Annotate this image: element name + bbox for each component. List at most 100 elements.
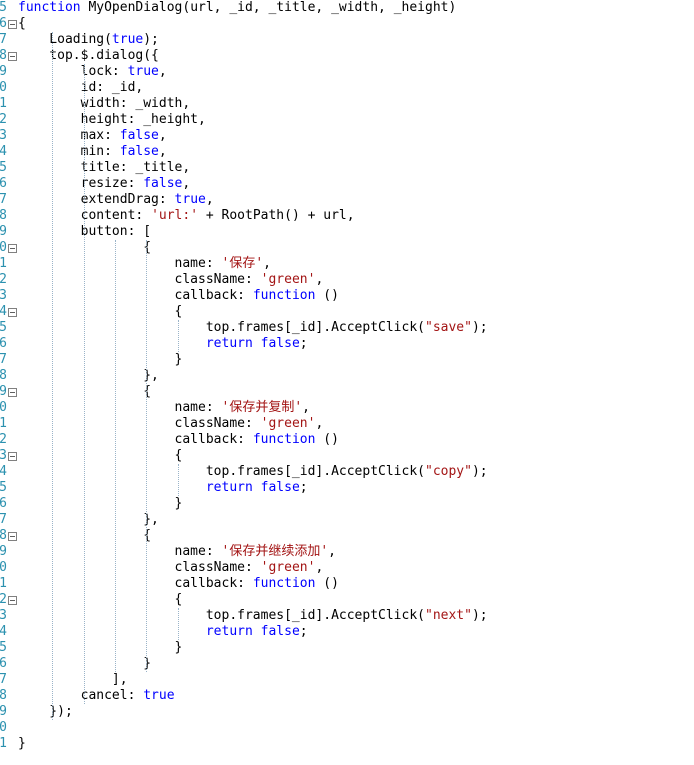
code-line[interactable]: 0 className: 'green',	[0, 560, 694, 576]
code-line[interactable]: 5 }	[0, 640, 694, 656]
keyword-token: function	[252, 576, 316, 591]
code-line[interactable]: 3 callback: function ()	[0, 288, 694, 304]
keyword-token: false	[260, 336, 300, 351]
indent-guide	[52, 32, 53, 720]
fold-collapse-icon[interactable]	[8, 20, 17, 29]
code-line[interactable]: 1 callback: function ()	[0, 576, 694, 592]
code-line[interactable]: 0 {	[0, 240, 694, 256]
code-line[interactable]: 3 max: false,	[0, 128, 694, 144]
keyword-token: false	[260, 480, 300, 495]
code-line[interactable]: 6 }	[0, 496, 694, 512]
code-token: className:	[18, 560, 261, 575]
code-line[interactable]: 7 ],	[0, 672, 694, 688]
code-line[interactable]: 8 content: 'url:' + RootPath() + url,	[0, 208, 694, 224]
code-token: width: _width,	[18, 96, 191, 111]
code-line[interactable]: 9 lock: true,	[0, 64, 694, 80]
line-number: 5	[0, 480, 7, 495]
code-line[interactable]: 7 extendDrag: true,	[0, 192, 694, 208]
code-line[interactable]: 4 return false;	[0, 624, 694, 640]
code-token: name:	[18, 256, 222, 271]
code-token: );	[143, 32, 159, 47]
code-line[interactable]: 7 Loading(true);	[0, 32, 694, 48]
code-text: name: '保存并继续添加',	[18, 544, 336, 560]
code-text: id: _id,	[18, 80, 144, 96]
code-text: {	[18, 240, 151, 256]
code-token: title: _title,	[18, 160, 191, 175]
code-text: className: 'green',	[18, 560, 324, 576]
code-token: {	[18, 528, 152, 543]
string-token: 'green'	[260, 272, 316, 287]
fold-collapse-icon[interactable]	[8, 532, 17, 541]
code-text: }	[18, 352, 183, 368]
code-text: lock: true,	[18, 64, 167, 80]
code-token: {	[18, 304, 183, 319]
code-line[interactable]: 9 });	[0, 704, 694, 720]
code-text: }	[18, 640, 183, 656]
code-line[interactable]: 8 cancel: true	[0, 688, 694, 704]
line-number: 0	[0, 400, 7, 415]
code-line[interactable]: 2 className: 'green',	[0, 272, 694, 288]
code-text: top.$.dialog({	[18, 48, 159, 64]
code-line[interactable]: 6 resize: false,	[0, 176, 694, 192]
code-line[interactable]: 7 },	[0, 512, 694, 528]
code-text: {	[18, 384, 151, 400]
string-token: 'url:'	[151, 208, 199, 223]
code-line[interactable]: 6 }	[0, 656, 694, 672]
code-token	[253, 336, 261, 351]
code-line[interactable]: 0	[0, 720, 694, 736]
keyword-token: true	[111, 32, 144, 47]
code-line[interactable]: 2 callback: function ()	[0, 432, 694, 448]
code-token: }	[18, 352, 183, 367]
fold-collapse-icon[interactable]	[8, 452, 17, 461]
code-line[interactable]: 2 height: _height,	[0, 112, 694, 128]
fold-collapse-icon[interactable]	[8, 244, 17, 253]
code-line[interactable]: 0 name: '保存并复制',	[0, 400, 694, 416]
code-line[interactable]: 9 button: [	[0, 224, 694, 240]
code-line[interactable]: 8 },	[0, 368, 694, 384]
code-token: callback:	[18, 576, 253, 591]
code-line[interactable]: 5 return false;	[0, 480, 694, 496]
code-line[interactable]: 2 {	[0, 592, 694, 608]
code-line[interactable]: 1 name: '保存',	[0, 256, 694, 272]
code-line[interactable]: 3 top.frames[_id].AcceptClick("next");	[0, 608, 694, 624]
code-line[interactable]: 6{	[0, 16, 694, 32]
code-line[interactable]: 4 top.frames[_id].AcceptClick("copy");	[0, 464, 694, 480]
fold-collapse-icon[interactable]	[8, 596, 17, 605]
code-line[interactable]: 5 top.frames[_id].AcceptClick("save");	[0, 320, 694, 336]
code-text: content: 'url:' + RootPath() + url,	[18, 208, 355, 224]
line-number: 6	[0, 336, 7, 351]
line-number: 3	[0, 448, 7, 463]
code-text: return false;	[18, 480, 308, 496]
code-token: ,	[328, 544, 336, 559]
code-line[interactable]: 1 className: 'green',	[0, 416, 694, 432]
fold-collapse-icon[interactable]	[8, 388, 17, 397]
keyword-token: return	[205, 480, 253, 495]
code-line[interactable]: 8 {	[0, 528, 694, 544]
keyword-token: function	[252, 288, 316, 303]
line-number: 7	[0, 192, 7, 207]
code-text: height: _height,	[18, 112, 206, 128]
code-line[interactable]: 4 {	[0, 304, 694, 320]
code-line[interactable]: 9 name: '保存并继续添加',	[0, 544, 694, 560]
code-line[interactable]: 4 min: false,	[0, 144, 694, 160]
code-line[interactable]: 3 {	[0, 448, 694, 464]
line-number: 3	[0, 608, 7, 623]
keyword-token: true	[127, 64, 159, 79]
code-line[interactable]: 9 {	[0, 384, 694, 400]
code-line[interactable]: 8 top.$.dialog({	[0, 48, 694, 64]
code-line[interactable]: 6 return false;	[0, 336, 694, 352]
code-token	[253, 480, 261, 495]
code-line[interactable]: 7 }	[0, 352, 694, 368]
code-line[interactable]: 5 title: _title,	[0, 160, 694, 176]
code-token: {	[18, 240, 152, 255]
line-number: 4	[0, 464, 7, 479]
code-text: top.frames[_id].AcceptClick("next");	[18, 608, 488, 624]
code-line[interactable]: 1 width: _width,	[0, 96, 694, 112]
fold-collapse-icon[interactable]	[8, 308, 17, 317]
code-line[interactable]: 0 id: _id,	[0, 80, 694, 96]
fold-collapse-icon[interactable]	[8, 52, 17, 61]
code-token: },	[18, 368, 159, 383]
code-line[interactable]: 1}	[0, 736, 694, 752]
